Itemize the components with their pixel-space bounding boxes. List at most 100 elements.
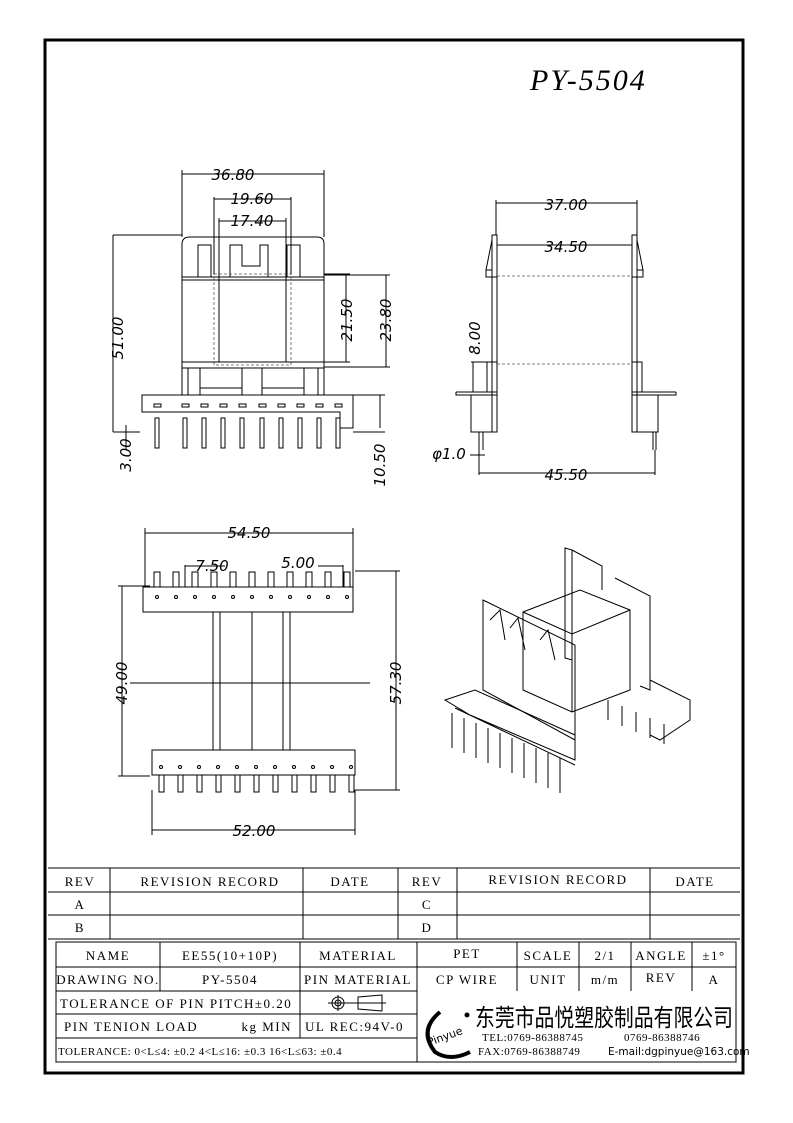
dim-21-50: 21.50 bbox=[338, 299, 356, 342]
pin bbox=[250, 595, 254, 599]
pin bbox=[329, 774, 336, 793]
company-fax: FAX:0769-86388749 bbox=[478, 1046, 580, 1058]
bottom-view: 54.50 7.50 5.00 49.00 57.30 52.00 bbox=[113, 524, 405, 840]
pin bbox=[292, 765, 296, 769]
projection-symbol-icon bbox=[328, 994, 386, 1012]
revision-table: REV REVISION RECORD DATE REV REVISION RE… bbox=[48, 867, 740, 940]
dim-19-60: 19.60 bbox=[231, 190, 274, 208]
pin bbox=[254, 765, 258, 769]
pin bbox=[234, 774, 241, 793]
dim-45-50: 45.50 bbox=[545, 466, 588, 484]
pin-material-value: CP WIRE bbox=[436, 972, 498, 987]
pin bbox=[219, 403, 228, 408]
ul-rating: UL REC:94V-0 bbox=[305, 1019, 404, 1034]
dim-34-50: 34.50 bbox=[545, 238, 588, 256]
pin bbox=[288, 595, 292, 599]
rev-c: C bbox=[422, 897, 432, 912]
dim-8-00: 8.00 bbox=[466, 321, 484, 354]
pin bbox=[153, 403, 162, 408]
pin bbox=[178, 765, 182, 769]
dim-3-00: 3.00 bbox=[117, 438, 135, 471]
dim-17-40: 17.40 bbox=[231, 212, 274, 230]
sheet-border bbox=[43, 38, 745, 1075]
name-label: NAME bbox=[86, 948, 130, 963]
drawing-no-label: DRAWING NO. bbox=[56, 972, 160, 987]
pin bbox=[174, 595, 178, 599]
company-name: 东莞市品悦塑胶制品有限公司 bbox=[475, 1004, 733, 1032]
svg-text:Pinyue: Pinyue bbox=[425, 1024, 464, 1049]
pin bbox=[307, 595, 311, 599]
name-value: EE55(10+10P) bbox=[182, 948, 278, 963]
rev-header: REV bbox=[65, 874, 96, 889]
rev-value: A bbox=[709, 972, 720, 987]
company-logo: Pinyue bbox=[425, 1010, 471, 1059]
side-view: 37.00 34.50 8.00 φ1.0 45.50 bbox=[432, 196, 677, 484]
pin bbox=[273, 765, 277, 769]
dim-52-00: 52.00 bbox=[233, 822, 276, 840]
angle-label: ANGLE bbox=[635, 948, 687, 963]
pin bbox=[235, 765, 239, 769]
pin bbox=[159, 765, 163, 769]
pin-load-label: PIN TENION LOAD bbox=[64, 1019, 198, 1034]
rev-b: B bbox=[75, 920, 85, 935]
pin bbox=[286, 571, 294, 588]
angle-value: ±1° bbox=[702, 948, 725, 963]
revision-record-header-2: REVISION RECORD bbox=[488, 872, 627, 887]
pin bbox=[200, 403, 209, 408]
revision-record-header: REVISION RECORD bbox=[140, 874, 279, 889]
pin bbox=[172, 571, 180, 588]
dim-10-50: 10.50 bbox=[371, 444, 389, 487]
front-view: 36.80 19.60 17.40 51.00 21.50 23.80 3.00… bbox=[109, 166, 395, 486]
company-email: E-mail:dgpinyue@163.com bbox=[608, 1046, 750, 1058]
scale-label: SCALE bbox=[524, 948, 573, 963]
pin-pitch-tolerance: TOLERANCE OF PIN PITCH±0.20 bbox=[60, 996, 292, 1011]
pin bbox=[258, 403, 267, 408]
unit-value: m/m bbox=[591, 972, 619, 987]
pin bbox=[239, 417, 245, 449]
pin bbox=[220, 417, 226, 449]
pin bbox=[310, 774, 317, 793]
pin bbox=[296, 403, 305, 408]
scale-value: 2/1 bbox=[594, 948, 615, 963]
dim-54-50: 54.50 bbox=[228, 524, 271, 542]
rev-d: D bbox=[422, 920, 433, 935]
dim-51-00: 51.00 bbox=[109, 317, 127, 360]
dim-49-00: 49.00 bbox=[113, 662, 131, 705]
general-tolerance: TOLERANCE: 0<L≤4: ±0.2 4<L≤16: ±0.3 16<L… bbox=[58, 1046, 342, 1058]
company-tel-2: 0769-86388746 bbox=[624, 1032, 700, 1044]
pin bbox=[182, 417, 188, 449]
pin-load-unit: kg MIN bbox=[241, 1019, 292, 1034]
pin bbox=[153, 571, 161, 588]
pin bbox=[229, 571, 237, 588]
pin bbox=[248, 571, 256, 588]
pin bbox=[238, 403, 247, 408]
pin bbox=[177, 774, 184, 793]
pin bbox=[155, 595, 159, 599]
pin bbox=[253, 774, 260, 793]
material-label: MATERIAL bbox=[319, 948, 397, 963]
drawing-title: PY-5504 bbox=[529, 64, 647, 97]
dim-pin-diameter: φ1.0 bbox=[432, 445, 466, 463]
rev-label: REV bbox=[646, 970, 677, 985]
dim-5-00: 5.00 bbox=[281, 554, 314, 572]
pin bbox=[291, 774, 298, 793]
pin bbox=[272, 774, 279, 793]
pin bbox=[305, 571, 313, 588]
pin bbox=[324, 571, 332, 588]
pin bbox=[267, 571, 275, 588]
dim-36-80: 36.80 bbox=[212, 166, 255, 184]
pin bbox=[196, 774, 203, 793]
pin bbox=[197, 765, 201, 769]
drawing-no-value: PY-5504 bbox=[202, 972, 258, 987]
pin bbox=[181, 403, 190, 408]
pin bbox=[212, 595, 216, 599]
pin bbox=[193, 595, 197, 599]
rev-a: A bbox=[75, 897, 86, 912]
pin bbox=[315, 403, 324, 408]
company-tel-1: TEL:0769-86388745 bbox=[482, 1032, 583, 1044]
dim-23-80: 23.80 bbox=[377, 299, 395, 342]
pin bbox=[277, 403, 286, 408]
pin bbox=[348, 774, 355, 793]
pin bbox=[201, 417, 207, 449]
